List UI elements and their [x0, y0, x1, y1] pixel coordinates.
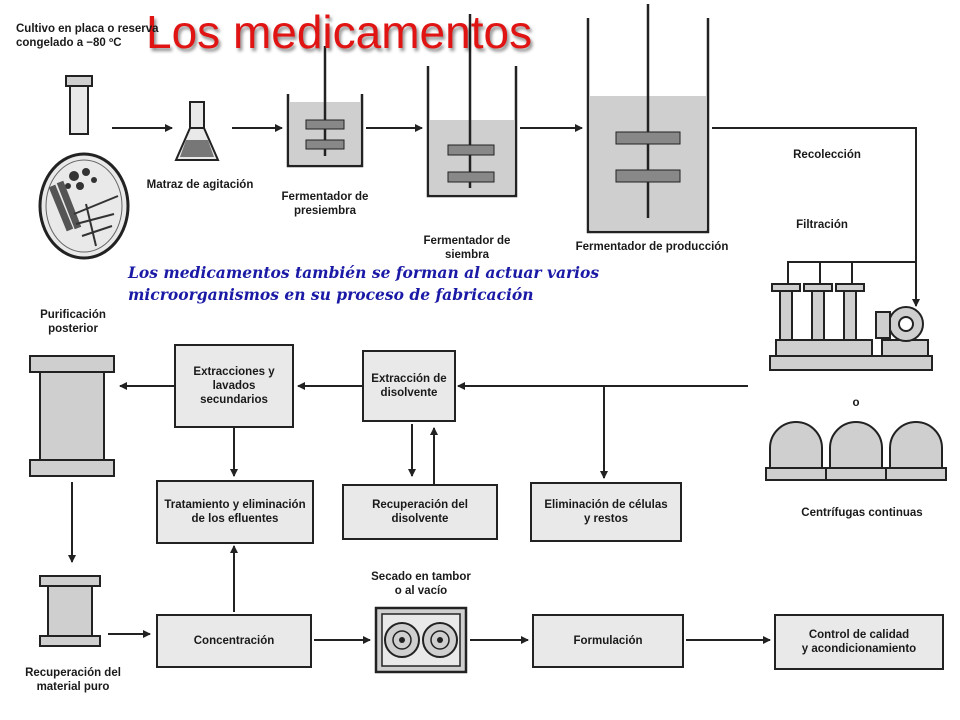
harvest-label: Recolección	[793, 149, 861, 161]
further-purification-label: Purificación posterior	[40, 309, 106, 335]
culture-tube-icon	[65, 75, 93, 135]
extractions-label: Extracciones y lavados secundarios	[193, 366, 275, 406]
solvent-extraction-label: Extracción de disolvente	[371, 373, 447, 399]
top-row-arrows	[112, 124, 920, 307]
bottom-row-arrows	[108, 630, 771, 644]
preseed-fermenter-label: Fermentador de presiembra	[281, 191, 369, 217]
pure-recovery-column-icon	[39, 575, 101, 647]
drum-dryer-icon	[374, 606, 468, 674]
seed-fermenter-icon	[426, 14, 518, 198]
extractions-box: Extracciones y lavados secundarios	[174, 344, 294, 428]
cell-removal-label: Eliminación de células y restos	[544, 499, 668, 525]
drum-dryer-label: Secado en tambor o al vacío	[371, 571, 471, 597]
formulation-box: Formulación	[532, 614, 684, 668]
quality-control-label: Control de calidad y acondicionamiento	[801, 629, 917, 655]
centrifuges-icon	[765, 421, 947, 481]
or-label: o	[852, 397, 860, 409]
purification-column-icon	[29, 355, 115, 477]
filter-press-icon	[769, 261, 933, 371]
production-fermenter-icon	[586, 4, 710, 234]
subtitle-text: Los medicamentos también se forman al ac…	[128, 263, 600, 304]
solvent-extraction-box: Extracción de disolvente	[362, 350, 456, 422]
solvent-recovery-box: Recuperación del disolvente	[342, 484, 498, 540]
shake-flask-icon	[174, 101, 220, 161]
shake-flask-label: Matraz de agitación	[146, 179, 254, 191]
formulation-label: Formulación	[573, 635, 643, 647]
middle-row-arrows	[68, 382, 748, 612]
petri-dish-icon	[38, 152, 130, 260]
concentration-label: Concentración	[193, 635, 275, 647]
seed-fermenter-label: Fermentador de siembra	[423, 235, 511, 261]
page-title: Los medicamentos	[146, 6, 533, 58]
pure-recovery-label: Recuperación del material puro	[25, 667, 121, 693]
solvent-recovery-label: Recuperación del disolvente	[372, 499, 468, 525]
centrifuges-label: Centrífugas continuas	[801, 507, 923, 519]
effluent-treatment-label: Tratamiento y eliminación de los efluent…	[164, 499, 306, 525]
filtration-label: Filtración	[796, 219, 848, 231]
quality-control-box: Control de calidad y acondicionamiento	[774, 614, 944, 670]
production-fermenter-label: Fermentador de producción	[575, 241, 729, 253]
culture-label: Cultivo en placa o reserva congelado a −…	[16, 23, 159, 49]
preseed-fermenter-icon	[286, 46, 364, 168]
cell-removal-box: Eliminación de células y restos	[530, 482, 682, 542]
concentration-box: Concentración	[156, 614, 312, 668]
effluent-treatment-box: Tratamiento y eliminación de los efluent…	[156, 480, 314, 544]
